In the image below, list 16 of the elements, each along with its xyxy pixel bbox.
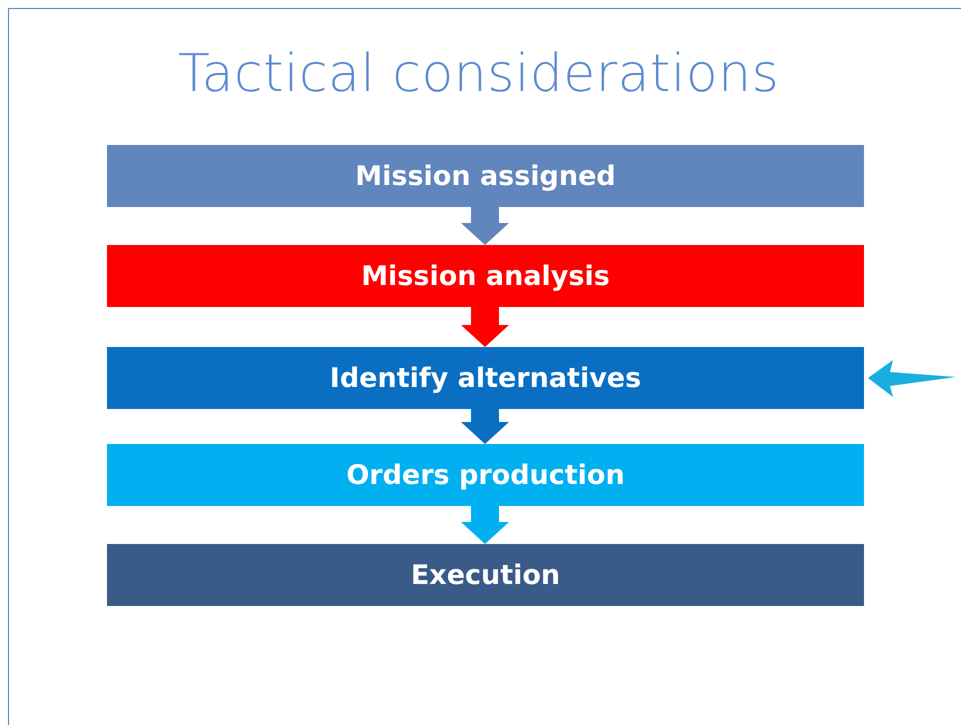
arrow <box>461 506 509 544</box>
arrow <box>461 307 509 347</box>
arrow <box>461 409 509 444</box>
box-label: Execution <box>410 560 560 590</box>
arrow <box>461 207 509 245</box>
box-label: Orders production <box>346 460 625 490</box>
box-label: Mission assigned <box>355 160 616 192</box>
box-label: Mission analysis <box>361 260 610 292</box>
process-box <box>107 544 864 606</box>
process-box <box>107 145 864 207</box>
box-label: Identify alternatives <box>330 362 642 394</box>
title: Tactical considerations <box>178 44 780 104</box>
process-box <box>107 444 864 506</box>
process-box <box>107 347 864 409</box>
arrow <box>868 360 956 397</box>
process-box <box>107 245 864 307</box>
